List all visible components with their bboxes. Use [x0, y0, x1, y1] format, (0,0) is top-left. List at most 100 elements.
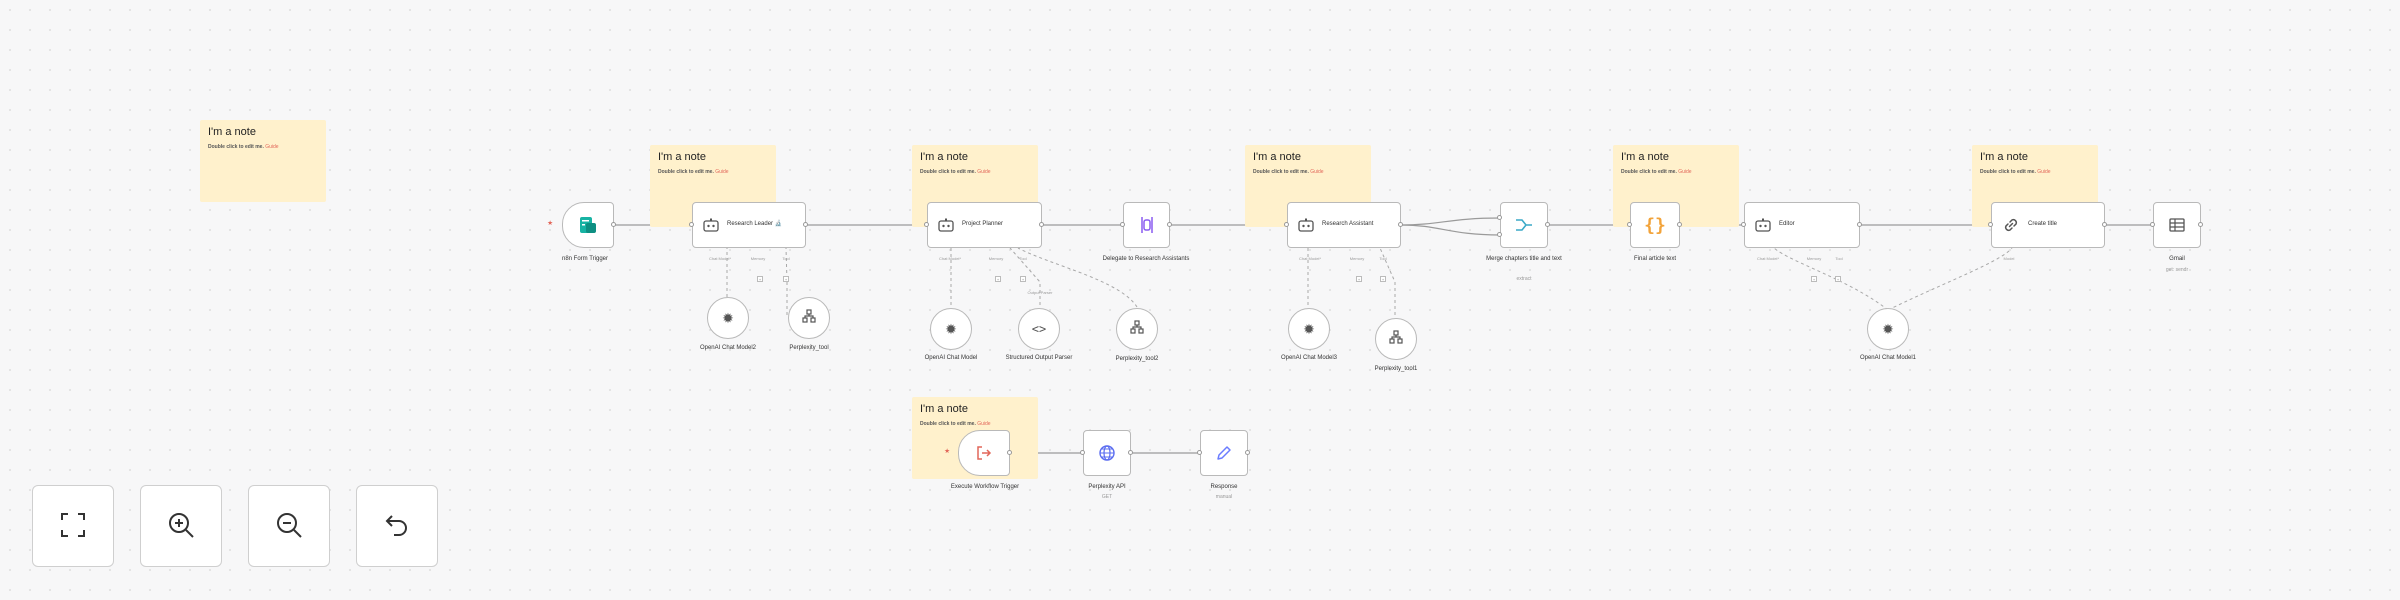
gmail-input-port[interactable] [2150, 222, 2155, 227]
delegate-output-port[interactable] [1167, 222, 1172, 227]
port-label-chat-model: Chat Model* [708, 256, 731, 261]
perplexity-api-node[interactable] [1083, 430, 1131, 476]
memory-add-port[interactable]: + [1356, 276, 1362, 282]
tool-add-port[interactable]: + [1380, 276, 1386, 282]
openai-model-node[interactable]: ✹ [930, 308, 972, 350]
perplexity-api-output-port[interactable] [1128, 450, 1133, 455]
split-icon [1138, 215, 1156, 235]
openai-model-caption: OpenAI Chat Model [924, 355, 978, 361]
create-title-output-port[interactable] [2102, 222, 2107, 227]
memory-add-port[interactable]: + [1811, 276, 1817, 282]
tool-add-port[interactable]: + [783, 276, 789, 282]
final-article-output-port[interactable] [1677, 222, 1682, 227]
research-leader-output-port[interactable] [803, 222, 808, 227]
create-title-input-port[interactable] [1988, 222, 1993, 227]
form-trigger-node[interactable] [562, 202, 614, 248]
openai-model2-caption: OpenAI Chat Model2 [699, 345, 757, 351]
edge-assistant-to-merge-2 [1400, 224, 1501, 236]
execute-workflow-trigger-node[interactable] [958, 430, 1010, 476]
perplexity-api-subcaption: GET [1101, 494, 1113, 500]
execute-trigger-output-port[interactable] [1007, 450, 1012, 455]
research-assistant-input-port[interactable] [1284, 222, 1289, 227]
merge-input-port-1[interactable] [1497, 215, 1502, 220]
note-hint: Double click to edit me. Guide [920, 421, 991, 427]
editor-input-port[interactable] [1741, 222, 1746, 227]
globe-icon [1098, 444, 1116, 462]
gmail-node[interactable] [2153, 202, 2201, 248]
note-hint: Double click to edit me. Guide [920, 169, 991, 175]
port-label-tool: Tool [1835, 256, 1843, 261]
port-label-chat-model: Chat Model* [1298, 256, 1321, 261]
robot-icon [1298, 218, 1314, 232]
research-assistant-output-port[interactable] [1398, 222, 1403, 227]
perplexity-tool1-caption: Perplexity_tool1 [1374, 366, 1418, 372]
openai-model2-node[interactable]: ✹ [707, 297, 749, 339]
response-node[interactable] [1200, 430, 1248, 476]
research-leader-node[interactable]: Research Leader 🔬 [692, 202, 806, 248]
edge-model1-to-editor [1773, 247, 1889, 311]
final-article-node[interactable]: {} [1630, 202, 1680, 248]
form-icon [578, 215, 598, 235]
tool-add-port[interactable]: + [1020, 276, 1026, 282]
gmail-subcaption: get: sendr [2165, 267, 2189, 273]
merge-caption: Merge chapters title and text [1486, 256, 1562, 262]
note-title: I'm a note [1980, 151, 2028, 163]
fit-view-button[interactable] [32, 485, 114, 567]
response-input-port[interactable] [1197, 450, 1202, 455]
openai-icon: ✹ [1303, 320, 1315, 337]
structured-parser-node[interactable]: <> [1018, 308, 1060, 350]
editor-node[interactable]: Editor [1744, 202, 1860, 248]
edge-parser-to-planner [1009, 247, 1041, 305]
undo-button[interactable] [356, 485, 438, 567]
perplexity-tool-node[interactable] [788, 297, 830, 339]
note-hint: Double click to edit me. Guide [1621, 169, 1692, 175]
merge-output-port[interactable] [1545, 222, 1550, 227]
merge-node[interactable] [1500, 202, 1548, 248]
openai-model3-caption: OpenAI Chat Model3 [1280, 355, 1338, 361]
note-hint: Double click to edit me. Guide [208, 144, 279, 150]
perplexity-tool1-node[interactable] [1375, 318, 1417, 360]
merge-subcaption: extract [1516, 276, 1532, 282]
node-label: Research Assistant [1322, 221, 1374, 228]
zoom-in-button[interactable] [140, 485, 222, 567]
sticky-note-1[interactable]: I'm a note Double click to edit me. Guid… [200, 120, 326, 202]
port-label-memory: Memory [1806, 256, 1822, 261]
node-label: Project Planner [962, 221, 1004, 228]
edge-ptool-to-leader [785, 247, 788, 315]
node-label: Editor [1779, 221, 1795, 228]
editor-output-port[interactable] [1857, 222, 1862, 227]
port-label-tool: Tool [1379, 256, 1387, 261]
merge-icon [1514, 217, 1534, 233]
response-output-port[interactable] [1245, 450, 1250, 455]
memory-add-port[interactable]: + [757, 276, 763, 282]
create-title-node[interactable]: Create title [1991, 202, 2105, 248]
port-label-chat-model: Chat Model* [1756, 256, 1779, 261]
perplexity-tool2-caption: Perplexity_tool2 [1115, 356, 1159, 362]
final-article-input-port[interactable] [1627, 222, 1632, 227]
delegate-input-port[interactable] [1120, 222, 1125, 227]
note-title: I'm a note [1621, 151, 1669, 163]
link-icon [2002, 216, 2020, 234]
openai-model1-node[interactable]: ✹ [1867, 308, 1909, 350]
note-title: I'm a note [658, 151, 706, 163]
perplexity-tool2-node[interactable] [1116, 308, 1158, 350]
research-assistant-node[interactable]: Research Assistant [1287, 202, 1401, 248]
form-trigger-output-port[interactable] [611, 222, 616, 227]
project-planner-input-port[interactable] [924, 222, 929, 227]
delegate-caption: Delegate to Research Assistants [1102, 256, 1190, 262]
openai-model3-node[interactable]: ✹ [1288, 308, 1330, 350]
tool-add-port[interactable]: + [1835, 276, 1841, 282]
note-title: I'm a note [208, 126, 256, 138]
zoom-out-button[interactable] [248, 485, 330, 567]
undo-icon [382, 510, 412, 543]
project-planner-output-port[interactable] [1039, 222, 1044, 227]
delegate-node[interactable] [1123, 202, 1170, 248]
gmail-output-port[interactable] [2198, 222, 2203, 227]
project-planner-node[interactable]: Project Planner [927, 202, 1042, 248]
perplexity-api-input-port[interactable] [1080, 450, 1085, 455]
research-leader-input-port[interactable] [689, 222, 694, 227]
merge-input-port-2[interactable] [1497, 232, 1502, 237]
code-braces-icon: {} [1644, 214, 1666, 236]
memory-add-port[interactable]: + [995, 276, 1001, 282]
